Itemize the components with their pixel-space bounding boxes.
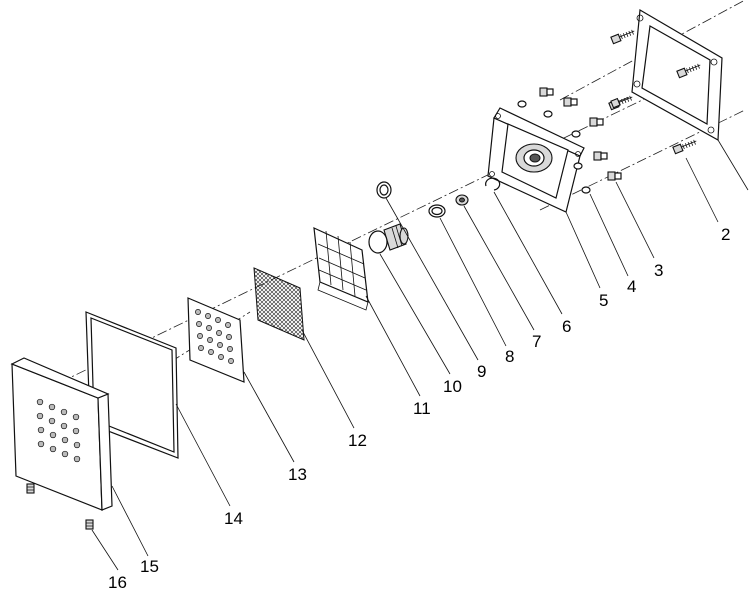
perforated-plate <box>187 297 245 383</box>
mounting-frame <box>631 9 723 141</box>
callout-13: 13 <box>288 465 307 484</box>
callout-labels: 2 3 4 5 6 7 8 9 10 11 12 13 14 15 16 <box>108 225 730 592</box>
callout-4: 4 <box>627 277 636 296</box>
callout-6: 6 <box>562 317 571 336</box>
callout-5: 5 <box>599 291 608 310</box>
set-screws <box>26 483 94 530</box>
callout-11: 11 <box>413 399 431 418</box>
housing-bolts <box>539 87 629 181</box>
washers <box>517 100 591 194</box>
leader-lines <box>91 139 749 571</box>
callout-9: 9 <box>477 362 486 381</box>
callout-12: 12 <box>348 431 367 450</box>
retaining-ring <box>485 177 501 191</box>
callout-10: 10 <box>443 377 462 396</box>
callout-3: 3 <box>654 261 663 280</box>
callout-7: 7 <box>532 332 541 351</box>
callout-15: 15 <box>140 557 159 576</box>
mesh-screen <box>253 267 305 341</box>
callout-16: 16 <box>108 573 127 592</box>
callout-14: 14 <box>224 509 243 528</box>
small-ring <box>376 181 392 199</box>
strainer-grid <box>313 227 369 311</box>
cover-plate <box>10 357 113 511</box>
cartridge <box>368 223 409 254</box>
nut <box>455 194 469 206</box>
o-ring <box>428 204 446 218</box>
callout-2: 2 <box>721 225 730 244</box>
base-housing <box>487 107 585 213</box>
callout-8: 8 <box>505 347 514 366</box>
